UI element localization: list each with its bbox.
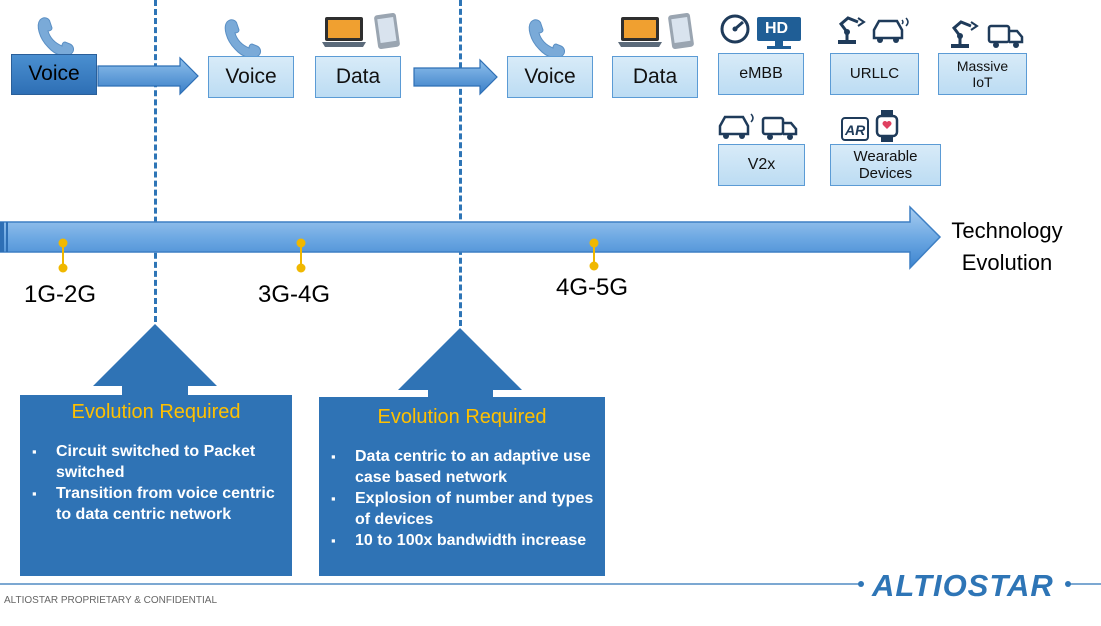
timeline-arrow — [0, 205, 942, 270]
car-icon — [872, 17, 909, 43]
marker-3g4g — [296, 238, 306, 273]
list-item: Transition from voice centric to data ce… — [20, 483, 292, 525]
hd-icon — [757, 17, 801, 49]
wearable-label: Wearable Devices — [853, 147, 918, 182]
divider-1 — [154, 0, 157, 322]
smartwatch-icon — [875, 110, 899, 142]
evolution-panel-left: Evolution Required Circuit switched to P… — [20, 395, 292, 576]
panel-list: Data centric to an adaptive use case bas… — [319, 446, 605, 551]
confidential-notice: ALTIOSTAR PROPRIETARY & CONFIDENTIAL — [4, 595, 218, 606]
data-box-3g: Data — [315, 56, 401, 98]
truck-icon — [987, 24, 1024, 48]
marker-1g2g — [58, 238, 68, 273]
marker-4g5g — [589, 238, 599, 271]
voice-label: Voice — [524, 64, 576, 88]
laptop-icon — [618, 17, 662, 47]
up-arrow-left — [93, 324, 217, 396]
voice-box-1g: Voice — [11, 54, 97, 95]
list-item: Circuit switched to Packet switched — [20, 441, 292, 483]
transition-arrow-1 — [97, 56, 199, 96]
voice-box-3g: Voice — [208, 56, 294, 98]
voice-box-5g: Voice — [507, 56, 593, 98]
urllc-label: URLLC — [849, 65, 900, 83]
technology-evolution-label: Technology Evolution — [951, 218, 1063, 275]
timeline-label-1g2g: 1G-2G — [24, 281, 97, 308]
voice-label: Voice — [225, 64, 277, 88]
up-arrow-right — [398, 328, 522, 399]
altiostar-logo: ALTIOSTAR — [872, 568, 1054, 603]
car-icon — [718, 113, 754, 139]
laptop-icon — [322, 17, 366, 47]
massive-iot-label: Massive IoT — [956, 57, 1009, 90]
phone-icon — [528, 19, 565, 59]
embb-box: eMBB — [718, 53, 804, 95]
smartphone-icon — [374, 13, 400, 49]
v2x-label: V2x — [747, 155, 776, 173]
hd-label: HD — [765, 20, 789, 37]
evolution-panel-right: Evolution Required Data centric to an ad… — [319, 397, 605, 576]
phone-icon — [37, 17, 74, 57]
phone-icon — [224, 19, 261, 59]
data-box-5g: Data — [612, 56, 698, 98]
robot-arm-icon — [838, 16, 866, 44]
data-label: Data — [335, 64, 381, 88]
panel-title: Evolution Required — [71, 401, 241, 423]
truck-icon — [761, 116, 798, 140]
voice-label: Voice — [28, 62, 80, 86]
divider-2 — [459, 0, 462, 326]
ar-icon — [841, 117, 869, 141]
timeline-label-4g5g: 4G-5G — [556, 274, 629, 301]
transition-arrow-2 — [413, 58, 498, 96]
list-item: Explosion of number and types of devices — [319, 488, 605, 530]
embb-label: eMBB — [739, 64, 783, 82]
smartphone-icon — [668, 13, 694, 49]
panel-title: Evolution Required — [377, 406, 547, 428]
speedometer-icon — [720, 14, 750, 44]
ar-label: AR — [845, 122, 866, 138]
massive-iot-box: Massive IoT — [938, 53, 1027, 95]
list-item: 10 to 100x bandwidth increase — [319, 530, 605, 551]
timeline-label-3g4g: 3G-4G — [258, 281, 331, 308]
urllc-box: URLLC — [830, 53, 919, 95]
v2x-box: V2x — [718, 144, 805, 186]
robot-arm-icon — [951, 20, 979, 48]
wearable-box: Wearable Devices — [830, 144, 941, 186]
panel-list: Circuit switched to Packet switched Tran… — [20, 441, 292, 525]
list-item: Data centric to an adaptive use case bas… — [319, 446, 605, 488]
data-label: Data — [632, 64, 678, 88]
